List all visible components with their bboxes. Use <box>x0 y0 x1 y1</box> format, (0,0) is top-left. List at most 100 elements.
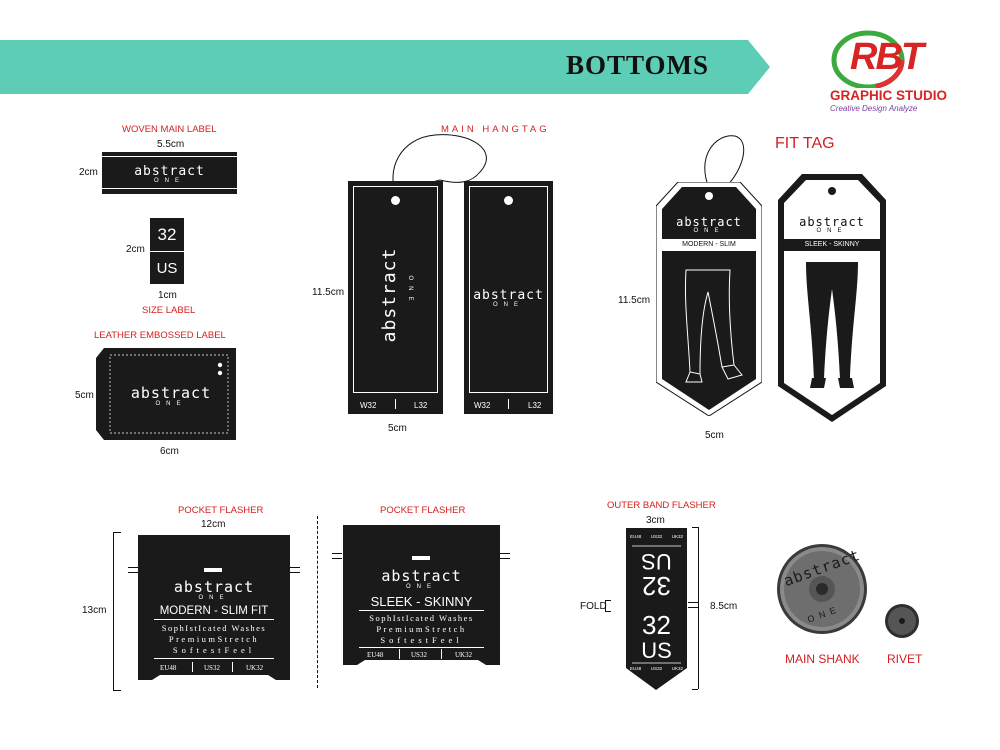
pocket2-line3: SoftestFeel <box>380 635 463 645</box>
fit-tag-height: 11.5cm <box>618 295 651 306</box>
hangtag-back-brand-sub: ONE <box>492 302 524 308</box>
fit-tag-left-brand-sub: ONE <box>693 228 725 234</box>
leather-brand-sub: ONE <box>155 401 187 407</box>
woven-label-width: 5.5cm <box>157 139 185 150</box>
hangtag-front-waist: W32 <box>360 401 377 410</box>
size-label-height: 2cm <box>126 244 145 255</box>
pocket1-height: 13cm <box>82 605 107 616</box>
pocket2-uk: UK32 <box>455 651 473 659</box>
shank-title: MAIN SHANK <box>785 652 860 666</box>
woven-label-height: 2cm <box>79 167 98 178</box>
leather-label-height: 5cm <box>75 390 94 401</box>
main-shank: abstract ONE <box>776 543 868 635</box>
pocket1-brand-sub: ONE <box>198 595 230 601</box>
divider-dashed <box>317 516 318 688</box>
rivet-icon <box>885 604 919 638</box>
band-size: 32 <box>642 610 671 640</box>
banner-arrow <box>0 40 770 94</box>
hangtag-height: 11.5cm <box>312 287 345 298</box>
pocket2-line1: SophIstIcated Washes <box>369 613 474 623</box>
band-flasher-width: 3cm <box>646 515 665 526</box>
hangtag-front-length: L32 <box>414 401 428 410</box>
hangtag-title: MAIN HANGTAG <box>441 124 550 135</box>
pocket-flasher-1: abstract ONE MODERN - SLIM FIT SophIstIc… <box>138 530 290 685</box>
fit-tag-title: FIT TAG <box>775 135 835 152</box>
pocket1-title: POCKET FLASHER <box>178 505 264 516</box>
leather-brand: abstract <box>130 384 212 402</box>
pocket1-fit: MODERN - SLIM FIT <box>159 605 269 617</box>
fit-tag-right-brand: abstract <box>799 215 865 229</box>
logo-tagline: Creative Design Analyze <box>830 104 918 113</box>
hangtag-back-length: L32 <box>528 401 542 410</box>
fit-tag-left-brand: abstract <box>676 215 742 229</box>
rivet-title: RIVET <box>887 652 923 666</box>
hangtag-back-waist: W32 <box>474 401 491 410</box>
band-top-us: US32 <box>650 534 663 539</box>
band-flasher-height: 8.5cm <box>710 601 738 612</box>
band-size-inverted: 32 <box>642 571 671 601</box>
size-label-title: SIZE LABEL <box>142 305 196 316</box>
header-banner <box>0 40 770 94</box>
woven-label: abstract ONE <box>102 152 237 194</box>
pocket-flasher-2: abstract ONE SLEEK - SKINNY SophIstIcate… <box>343 520 500 670</box>
leather-label-title: LEATHER EMBOSSED LABEL <box>94 330 226 341</box>
leather-label: abstract ONE <box>96 348 236 440</box>
pocket2-fit: SLEEK - SKINNY <box>370 594 473 609</box>
pocket2-title: POCKET FLASHER <box>380 505 466 516</box>
pocket2-shape <box>343 525 500 665</box>
pocket2-brand: abstract <box>381 567 462 585</box>
logo-name: GRAPHIC STUDIO <box>830 88 948 103</box>
pocket2-line2: PremiumStretch <box>376 624 467 634</box>
leather-label-shape <box>96 348 236 440</box>
size-label-width: 1cm <box>158 290 177 301</box>
hangtag-back: abstract ONE W32 L32 <box>464 181 553 414</box>
pocket1-line3: SoftestFeel <box>172 645 256 655</box>
logo-ring-icon <box>831 30 905 88</box>
hangtag-front-brand: abstract ONE <box>379 247 413 343</box>
pocket1-uk: UK32 <box>246 664 264 672</box>
band-region: US <box>641 638 672 663</box>
size-label-bottom: US <box>156 260 178 277</box>
size-label-top: 32 <box>157 225 177 244</box>
page-title: BOTTOMS <box>566 50 710 80</box>
fit-tag-left-fit: MODERN - SLIM <box>662 239 756 251</box>
band-flasher: EU48 US32 UK32 US 32 32 US EU48 US32 UK3… <box>626 528 687 690</box>
pocket1-eu: EU48 <box>160 664 177 672</box>
studio-logo: RBT GRAPHIC STUDIO Creative Design Analy… <box>828 28 978 118</box>
fit-tag-left: abstract ONE MODERN - SLIM <box>656 182 762 416</box>
fit-tag-string-icon <box>704 135 745 191</box>
fit-tag-right-brand-sub: ONE <box>816 228 848 234</box>
fit-tag-right-shape <box>778 174 886 422</box>
pocket1-line2: PremiumStretch <box>168 634 260 644</box>
band-bottom-uk: UK32 <box>671 666 683 671</box>
pocket1-width: 12cm <box>201 519 226 530</box>
woven-brand-sub: ONE <box>153 178 185 184</box>
band-flasher-shape <box>626 528 687 690</box>
shank-button-icon <box>777 544 867 634</box>
pocket2-brand-sub: ONE <box>405 584 437 590</box>
pocket1-line1: SophIstIcated Washes <box>161 623 267 633</box>
band-flasher-fold: FOLD <box>580 601 607 612</box>
fit-tag-right-fit: SLEEK - SKINNY <box>784 239 880 251</box>
pocket2-us: US32 <box>411 651 427 659</box>
pocket1-us: US32 <box>204 664 220 672</box>
leather-label-width: 6cm <box>160 446 179 457</box>
pocket1-shape <box>138 535 290 680</box>
band-bottom-us: US32 <box>650 666 663 671</box>
hangtag-width: 5cm <box>388 423 407 434</box>
pocket1-brand: abstract <box>173 578 255 596</box>
fit-tag-right: abstract ONE SLEEK - SKINNY <box>778 174 886 422</box>
rivet <box>884 603 920 639</box>
hangtag-front: abstract ONE W32 L32 <box>348 181 443 414</box>
band-top-eu: EU48 <box>630 534 642 539</box>
band-flasher-title: OUTER BAND FLASHER <box>607 500 716 511</box>
size-label: 32 US <box>150 218 184 284</box>
band-top-uk: UK32 <box>671 534 683 539</box>
pocket2-eu: EU48 <box>367 651 384 659</box>
logo-mark: RBT <box>850 36 924 78</box>
woven-label-title: WOVEN MAIN LABEL <box>122 124 217 135</box>
band-bottom-eu: EU48 <box>630 666 642 671</box>
fit-tag-width: 5cm <box>705 430 724 441</box>
woven-brand: abstract <box>134 164 205 179</box>
hangtag-back-brand: abstract <box>473 288 544 303</box>
